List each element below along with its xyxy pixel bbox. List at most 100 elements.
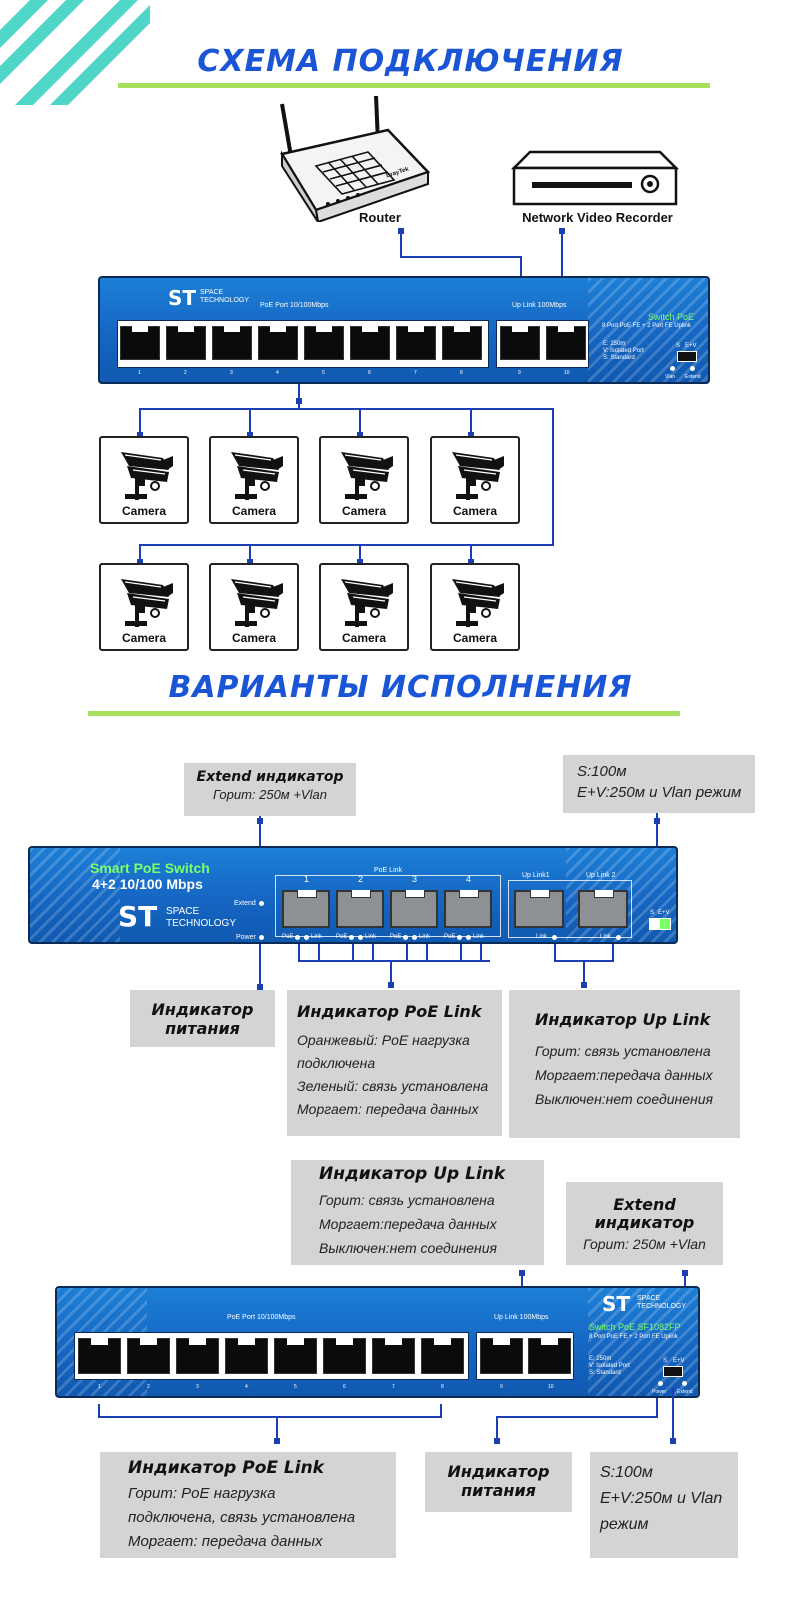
ethernet-port[interactable]: [500, 326, 540, 360]
mode3-line1: S:100м: [600, 1464, 653, 1481]
port-number: 8: [460, 370, 463, 376]
cctv-camera-icon: [432, 565, 522, 635]
ethernet-port[interactable]: [258, 326, 298, 360]
decorative-stripes: [0, 0, 150, 105]
ethernet-port[interactable]: [274, 1338, 317, 1374]
logo-space-3: SPACE: [637, 1295, 661, 1302]
dip-ev-text: E+V: [685, 343, 697, 349]
link-led-label: Link: [365, 934, 377, 940]
ethernet-port[interactable]: [212, 326, 252, 360]
switch2-subtitle: 4+2 10/100 Mbps: [92, 876, 203, 892]
poe-port[interactable]: [390, 890, 438, 928]
mode-box-3: S:100м E+V:250м и Vlan режим: [590, 1452, 738, 1558]
poe-led-label: PoE: [444, 934, 456, 940]
poe-led: [403, 935, 408, 940]
poe-port[interactable]: [336, 890, 384, 928]
ethernet-port[interactable]: [528, 1338, 571, 1374]
wire-connector: [357, 559, 363, 565]
uplink-port[interactable]: [578, 890, 628, 928]
switch-model: Switch PoE: [648, 312, 695, 322]
port-number: 7: [392, 1384, 395, 1390]
ethernet-port[interactable]: [323, 1338, 366, 1374]
cctv-camera-icon: [432, 438, 522, 508]
logo-technology-text: TECHNOLOGY: [200, 297, 250, 304]
mode-e-text: E: 250m: [603, 341, 626, 347]
poe-port-number: 2: [358, 874, 364, 884]
power-indicator-box-3: Индикатор питания: [425, 1452, 572, 1512]
ethernet-port[interactable]: [350, 326, 390, 360]
port-number: 3: [230, 370, 233, 376]
wire: [359, 408, 361, 436]
power-label-2: Power: [236, 934, 256, 941]
poe-port[interactable]: [282, 890, 330, 928]
wire: [359, 544, 361, 563]
ethernet-port[interactable]: [372, 1338, 415, 1374]
ethernet-port[interactable]: [396, 326, 436, 360]
title-underline: [118, 83, 710, 88]
poe-link-indicator-title: Индикатор PoE Link: [297, 1002, 482, 1021]
link-led: [358, 935, 363, 940]
wire-connector: [468, 432, 474, 438]
ethernet-port[interactable]: [120, 326, 160, 360]
extend-led-3: [682, 1381, 687, 1386]
poe-port-number: 3: [412, 874, 418, 884]
power-led-3: [658, 1381, 663, 1386]
ethernet-port[interactable]: [225, 1338, 268, 1374]
wire-connector: [247, 432, 253, 438]
ethernet-port[interactable]: [480, 1338, 523, 1374]
camera-box: Camera: [99, 563, 189, 651]
dip-switch-3[interactable]: [663, 1366, 683, 1377]
power-led-label-3: Power: [652, 1389, 667, 1395]
power-title1-3: Индикатор: [447, 1462, 550, 1481]
port-number: 7: [414, 370, 417, 376]
mode-s-text: S: Standard: [603, 355, 635, 361]
camera-label: Camera: [452, 504, 498, 518]
poe-link-frame: [275, 875, 501, 937]
port-number: 1: [98, 1384, 101, 1390]
extend-line-3: Горит: 250м +Vlan: [583, 1236, 706, 1252]
wire: [480, 944, 482, 962]
port-number: 1: [138, 370, 141, 376]
uplink-line-3: Горит: связь установлена: [319, 1192, 495, 1208]
switch-spec-3: 8 Port PoE FE + 2 Port FE Uplink: [589, 1334, 678, 1340]
mode-box-2: S:100м E+V:250м и Vlan режим: [563, 755, 755, 813]
wire: [460, 944, 462, 962]
uplink-port[interactable]: [514, 890, 564, 928]
logo-technology-2: TECHNOLOGY: [166, 918, 237, 929]
poe-led-label: PoE: [282, 934, 294, 940]
uplink-indicator-title: Индикатор Up Link: [535, 1010, 711, 1029]
port-number: 4: [276, 370, 279, 376]
camera-box: Camera: [430, 436, 520, 524]
uplink-led-label: Link: [536, 934, 548, 940]
port-number: 3: [196, 1384, 199, 1390]
poe-link-line: Зеленый: связь установлена: [297, 1078, 489, 1094]
ethernet-port[interactable]: [127, 1338, 170, 1374]
dip-switch-2[interactable]: [649, 918, 671, 930]
ethernet-port[interactable]: [421, 1338, 464, 1374]
uplink-indicator-title-3: Индикатор Up Link: [319, 1164, 506, 1184]
poe-port[interactable]: [444, 890, 492, 928]
uplink-line: Выключен:нет соединения: [535, 1091, 713, 1107]
wire: [372, 944, 374, 962]
poe-port-number: 1: [304, 874, 310, 884]
camera-label: Camera: [121, 631, 167, 645]
wire: [139, 544, 141, 563]
ethernet-port[interactable]: [546, 326, 586, 360]
link-led-label: Link: [473, 934, 485, 940]
extend-indicator-text: Горит: 250м +Vlan: [213, 787, 327, 802]
ethernet-port[interactable]: [78, 1338, 121, 1374]
poe-line-3: Горит: PoE нагрузка: [128, 1485, 276, 1502]
cctv-camera-icon: [321, 438, 411, 508]
uplink-led-label: Link: [600, 934, 612, 940]
router-label: Router: [359, 210, 401, 225]
ethernet-port[interactable]: [176, 1338, 219, 1374]
vlan-led: [670, 366, 675, 371]
vlan-led-label: Vlan: [665, 374, 676, 380]
ethernet-port[interactable]: [442, 326, 482, 360]
poe-port-label: PoE Port 10/100Mbps: [260, 302, 329, 309]
dip-switch[interactable]: [677, 351, 697, 362]
ethernet-port[interactable]: [304, 326, 344, 360]
dip-s-2: S: [650, 910, 655, 916]
ethernet-port[interactable]: [166, 326, 206, 360]
dip-s-3: S: [663, 1358, 668, 1364]
